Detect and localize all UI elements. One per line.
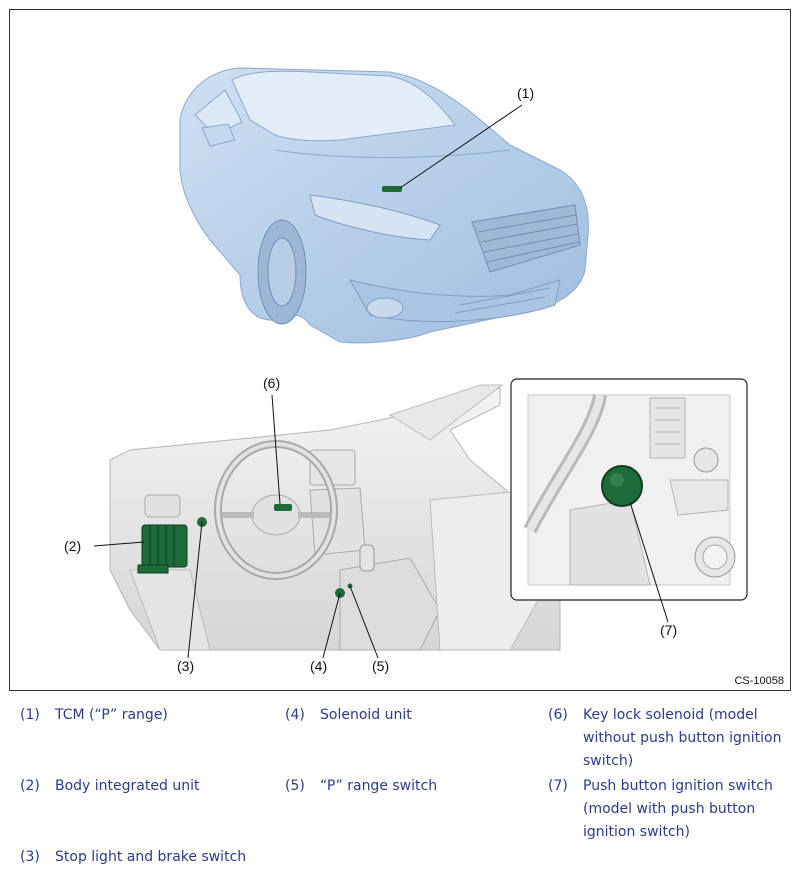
- legend-number: (3): [20, 849, 40, 865]
- figure-frame: (1) (6) (2) (3) (4) (5) (7) CS-10058: [9, 9, 791, 691]
- car-exterior-illustration: [179, 67, 589, 344]
- legend-number: (1): [20, 707, 40, 723]
- legend-number: (6): [548, 707, 568, 723]
- tcm-component: [382, 186, 402, 192]
- leader-line-5: [349, 585, 379, 659]
- legend-text-line: Push button ignition switch: [583, 778, 773, 794]
- leader-line-6: [271, 394, 281, 505]
- callout-2: (2): [64, 538, 82, 554]
- inset-detail-illustration: [510, 378, 748, 623]
- callout-7: (7): [660, 622, 678, 638]
- legend-text-line: Key lock solenoid (model: [583, 707, 758, 723]
- callout-4: (4): [310, 658, 328, 674]
- interior-dashboard-illustration: [93, 384, 561, 659]
- legend-number: (7): [548, 778, 568, 794]
- body-integrated-unit-component: [137, 524, 188, 574]
- callout-3: (3): [177, 658, 195, 674]
- callout-1: (1): [517, 85, 535, 101]
- legend-text-line: switch): [583, 753, 634, 769]
- legend-item-7: (7) Push button ignition switch (model w…: [548, 775, 798, 845]
- leader-line-2: [93, 541, 145, 547]
- legend-item-6: (6) Key lock solenoid (model without pus…: [548, 704, 798, 774]
- component-legend: (1) TCM (“P” range) (2) Body integrated …: [0, 700, 801, 875]
- legend-text: “P” range switch: [320, 778, 438, 794]
- key-lock-solenoid-component: [274, 504, 292, 511]
- component-location-illustration: [93, 67, 748, 659]
- legend-text: Stop light and brake switch: [55, 849, 247, 865]
- figure-code: CS-10058: [734, 675, 784, 687]
- leader-line-7: [629, 501, 669, 623]
- callout-6: (6): [263, 375, 281, 391]
- legend-text: Solenoid unit: [320, 707, 412, 723]
- legend-number: (2): [20, 778, 40, 794]
- leader-line-1: [399, 104, 523, 189]
- push-button-ignition-switch-component: [601, 465, 643, 507]
- leader-line-4: [322, 592, 341, 659]
- callout-5: (5): [372, 658, 390, 674]
- legend-number: (5): [285, 778, 305, 794]
- legend-number: (4): [285, 707, 305, 723]
- legend-text: TCM (“P” range): [55, 707, 168, 723]
- legend-text-line: ignition switch): [583, 824, 690, 840]
- leader-line-3: [187, 521, 203, 659]
- legend-text-line: without push button ignition: [583, 730, 782, 746]
- legend-text-line: (model with push button: [583, 801, 756, 817]
- legend-text: Body integrated unit: [55, 778, 200, 794]
